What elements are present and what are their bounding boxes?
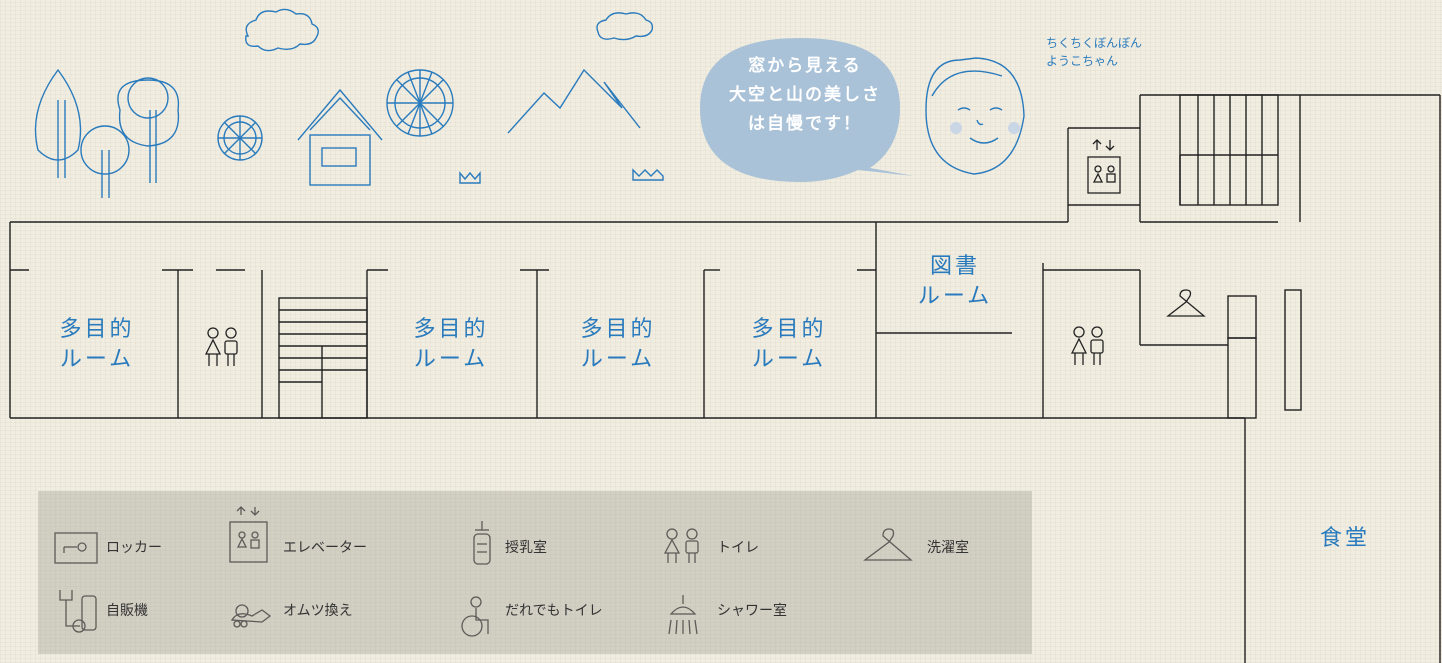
- room-label-line: 多目的: [580, 317, 656, 342]
- house-icon: [297, 88, 383, 186]
- room-library: 図書 ルーム: [900, 252, 1010, 312]
- crown-icon: [459, 171, 481, 184]
- toilet-icon: [663, 528, 699, 563]
- person-name-line: ようこちゃん: [1046, 54, 1119, 68]
- mountain-icon: [507, 68, 641, 134]
- room-multipurpose-1: 多目的 ルーム: [42, 315, 152, 375]
- speech-bubble: [700, 38, 914, 182]
- shower-icon: [668, 595, 698, 635]
- room-label-line: ルーム: [413, 347, 489, 372]
- legend-label-elevator: エレベーター: [283, 540, 367, 556]
- legend-label-nursing-room: 授乳室: [505, 540, 547, 556]
- diaper-change-icon: [230, 604, 272, 628]
- crown-icon: [632, 168, 664, 181]
- room-label-line: ルーム: [917, 284, 993, 309]
- ferris-wheel-icon: [386, 69, 454, 137]
- speech-line: 大空と山の美しさ: [729, 85, 881, 105]
- accessible-toilet-icon: [461, 596, 489, 637]
- cloud-icon: [245, 8, 319, 52]
- legend-label-shower: シャワー室: [717, 603, 787, 619]
- room-label-line: 多目的: [59, 317, 135, 342]
- room-multipurpose-3: 多目的 ルーム: [563, 315, 673, 375]
- legend-label-laundry: 洗濯室: [927, 540, 969, 556]
- ferris-wheel-icon: [217, 115, 263, 161]
- laundry-icon: [863, 528, 913, 561]
- locker-icon: [54, 532, 98, 564]
- nursing-room-icon: [473, 521, 491, 565]
- room-label-line: 多目的: [413, 317, 489, 342]
- legend-panel: [38, 491, 1032, 654]
- speech-line: は自慢です！: [748, 114, 862, 134]
- person-name: ちくちくぼんぼん ようこちゃん: [1046, 34, 1142, 70]
- toilet-icon: [1070, 326, 1104, 365]
- legend-label-vending-machine: 自販機: [106, 603, 148, 619]
- room-cafeteria: 食堂: [1319, 526, 1370, 551]
- legend-label-toilet: トイレ: [717, 540, 759, 556]
- legend-label-diaper-change: オムツ換え: [283, 603, 353, 619]
- legend-label-locker: ロッカー: [106, 540, 162, 556]
- legend-label-accessible-toilet: だれでもトイレ: [505, 603, 603, 619]
- speech-line: 窓から見える: [748, 56, 862, 76]
- person-face-icon: [925, 57, 1025, 175]
- room-label-line: 図書: [929, 254, 980, 279]
- room-multipurpose-4: 多目的 ルーム: [734, 315, 844, 375]
- vending-machine-icon: [59, 590, 97, 633]
- room-label-line: ルーム: [59, 347, 135, 372]
- cloud-icon: [596, 12, 654, 41]
- room-multipurpose-2: 多目的 ルーム: [396, 315, 506, 375]
- elevator-icon: [1087, 139, 1121, 194]
- elevator-icon: [229, 506, 268, 563]
- speech-bubble-text: 窓から見える 大空と山の美しさ は自慢です！: [710, 52, 900, 139]
- trees-icon: [34, 68, 180, 198]
- laundry-icon: [1166, 289, 1206, 317]
- room-label-line: ルーム: [751, 347, 827, 372]
- room-label-line: ルーム: [580, 347, 656, 372]
- room-label-line: 多目的: [751, 317, 827, 342]
- toilet-icon: [204, 327, 238, 366]
- person-name-line: ちくちくぼんぼん: [1046, 36, 1143, 50]
